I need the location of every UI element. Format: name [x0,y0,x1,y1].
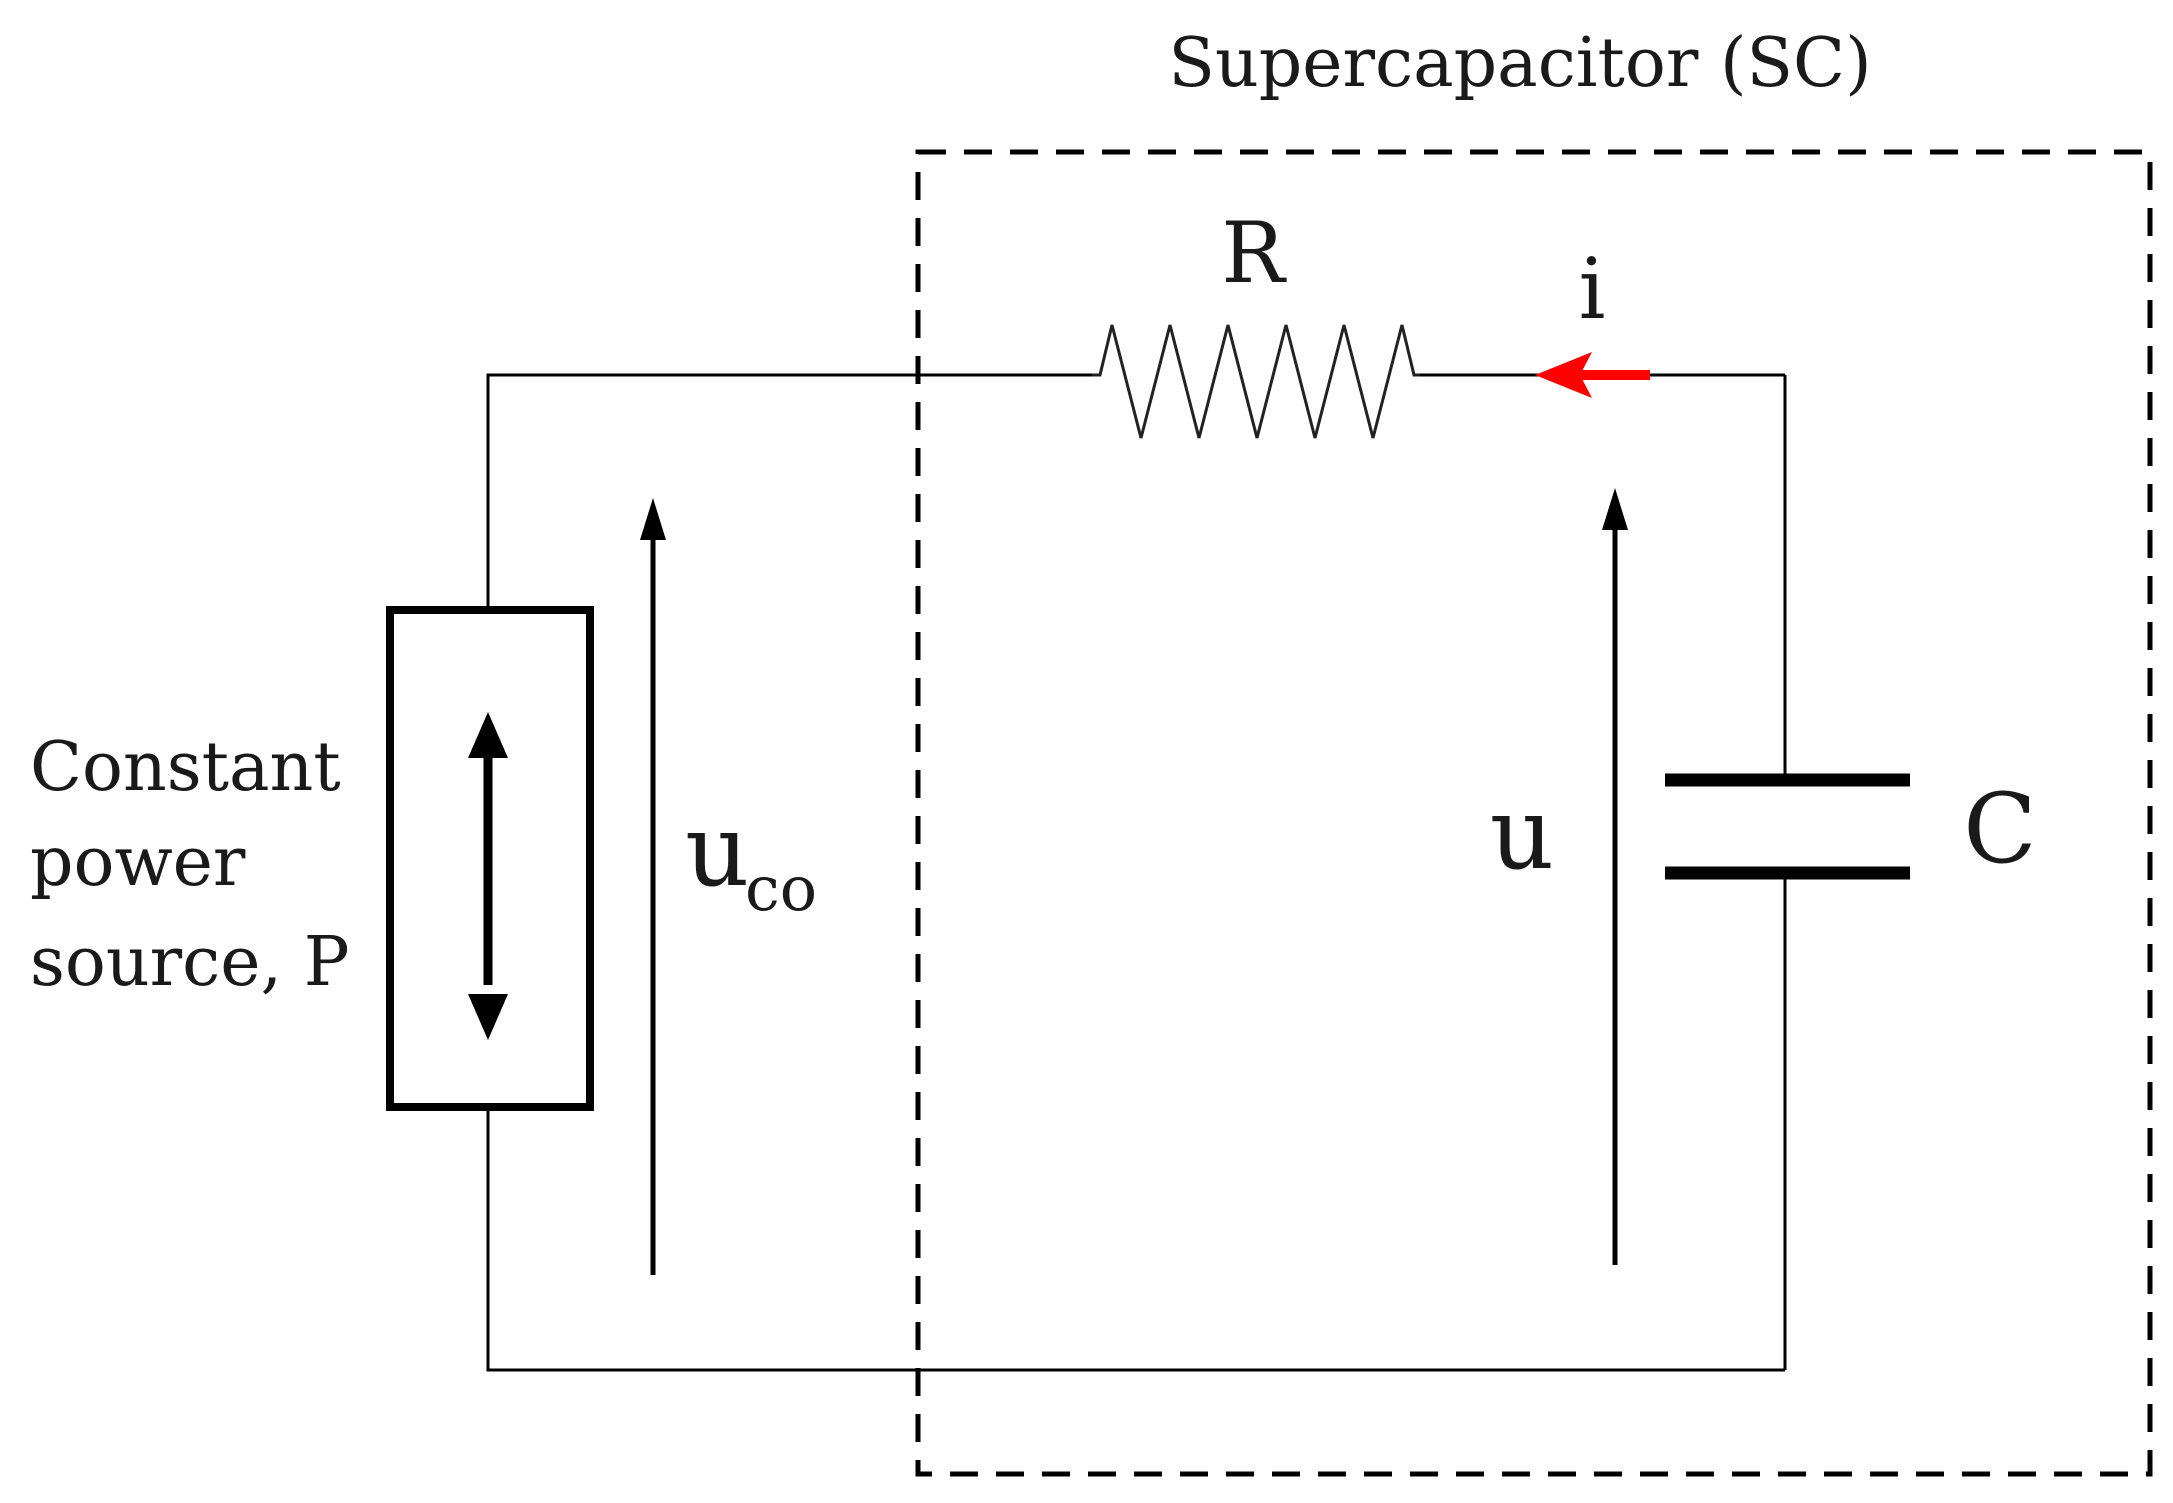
circuit-wires [486,373,1787,1372]
current-arrow [1535,352,1650,398]
source-label-line-2: power [30,823,246,902]
bidirectional-arrow-icon [468,712,508,1040]
source-label-line-1: Constant [30,728,341,807]
current-label: i [1579,240,1606,338]
supercapacitor-enclosure [915,149,2153,1477]
capacitor-voltage-arrow [1602,488,1628,1265]
terminal-voltage-subscript: co [745,852,817,925]
enclosure-label: Supercapacitor (SC) [1168,24,1871,103]
resistor [1092,324,1420,439]
capacitor-voltage-label: u [1490,775,1554,892]
capacitor-label: C [1963,773,2036,885]
resistor-label: R [1221,204,1287,302]
capacitor [1665,773,1910,880]
terminal-voltage-arrow [640,498,666,1275]
terminal-voltage-label: u co [685,792,817,925]
source-label-line-3: source, P [30,923,349,1002]
constant-power-source [386,606,594,1111]
source-label: Constant power source, P [30,728,362,1002]
terminal-voltage-symbol: u [685,792,749,909]
